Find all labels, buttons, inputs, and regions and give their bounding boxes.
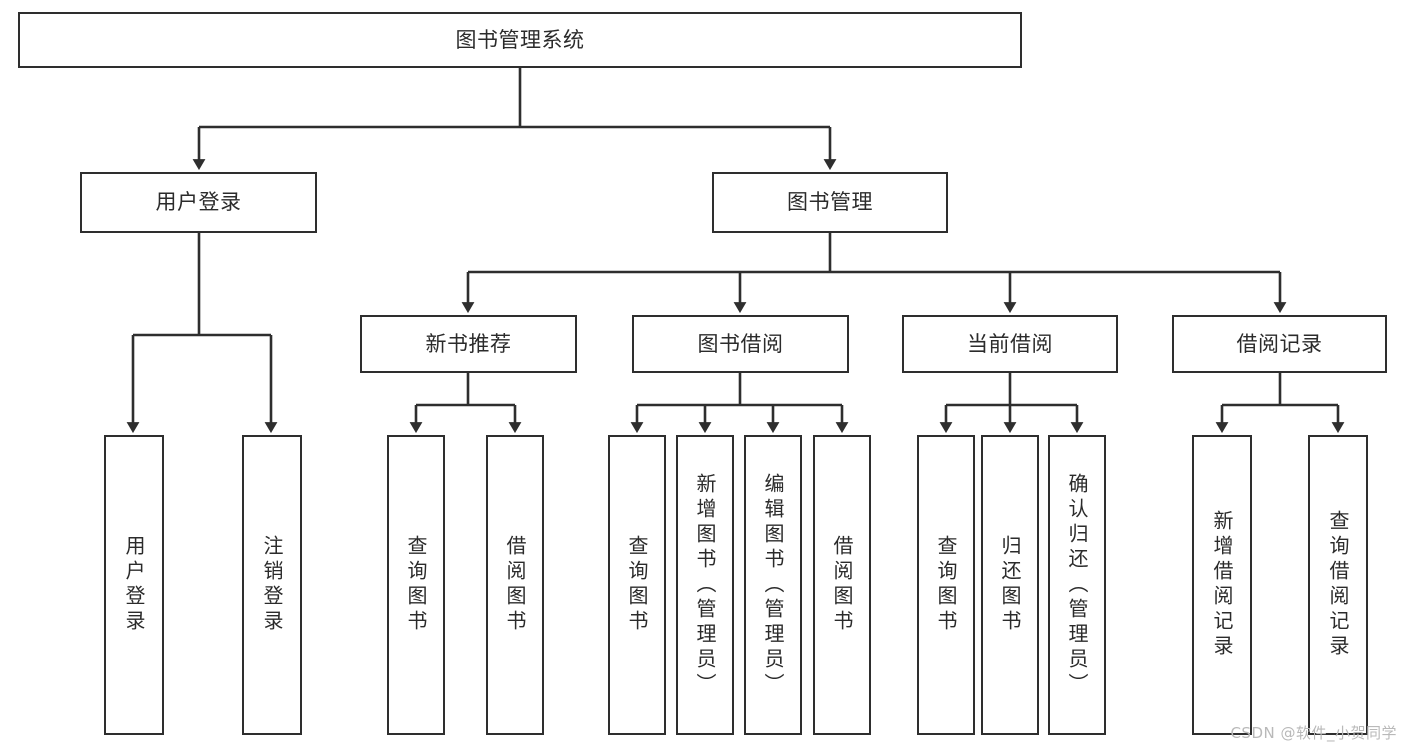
node-new-book-recommendation[interactable]: 新书推荐 [360,315,577,373]
node-label: 注销登录 [260,535,284,635]
node-label: 新增图书（管理员） [693,472,717,698]
leaf-current-return-book[interactable]: 归还图书 [981,435,1039,735]
node-current-borrowing[interactable]: 当前借阅 [902,315,1118,373]
node-label: 查询图书 [404,535,428,635]
node-label: 新增借阅记录 [1210,510,1234,660]
leaf-new-book-query[interactable]: 查询图书 [387,435,445,735]
leaf-records-query[interactable]: 查询借阅记录 [1308,435,1368,735]
leaf-current-confirm-return-admin[interactable]: 确认归还（管理员） [1048,435,1106,735]
leaf-user-login[interactable]: 用户登录 [104,435,164,735]
node-label: 查询图书 [934,535,958,635]
node-label: 确认归还（管理员） [1065,472,1089,698]
node-root-library-system[interactable]: 图书管理系统 [18,12,1022,68]
node-label: 借阅图书 [503,535,527,635]
node-label: 图书借阅 [697,331,784,356]
leaf-borrow-do-borrow[interactable]: 借阅图书 [813,435,871,735]
leaf-new-book-borrow[interactable]: 借阅图书 [486,435,544,735]
node-user-login[interactable]: 用户登录 [80,172,317,233]
node-borrowing-records[interactable]: 借阅记录 [1172,315,1387,373]
node-label: 借阅图书 [830,535,854,635]
node-label: 当前借阅 [967,331,1053,356]
node-label: 用户登录 [122,535,146,635]
leaf-current-query-book[interactable]: 查询图书 [917,435,975,735]
node-label: 查询借阅记录 [1326,510,1350,660]
csdn-watermark: CSDN @软件_小贺同学 [1230,724,1397,742]
node-label: 编辑图书（管理员） [761,472,785,698]
leaf-logout[interactable]: 注销登录 [242,435,302,735]
leaf-borrow-query-book[interactable]: 查询图书 [608,435,666,735]
leaf-borrow-edit-book-admin[interactable]: 编辑图书（管理员） [744,435,802,735]
node-label: 图书管理系统 [455,27,585,52]
node-book-management[interactable]: 图书管理 [712,172,948,233]
leaf-borrow-add-book-admin[interactable]: 新增图书（管理员） [676,435,734,735]
node-label: 查询图书 [625,535,649,635]
node-book-borrowing[interactable]: 图书借阅 [632,315,849,373]
leaf-records-add[interactable]: 新增借阅记录 [1192,435,1252,735]
node-label: 用户登录 [155,190,242,215]
node-label: 借阅记录 [1236,331,1323,356]
node-label: 新书推荐 [425,331,512,356]
node-label: 归还图书 [998,535,1022,635]
node-label: 图书管理 [787,190,873,215]
